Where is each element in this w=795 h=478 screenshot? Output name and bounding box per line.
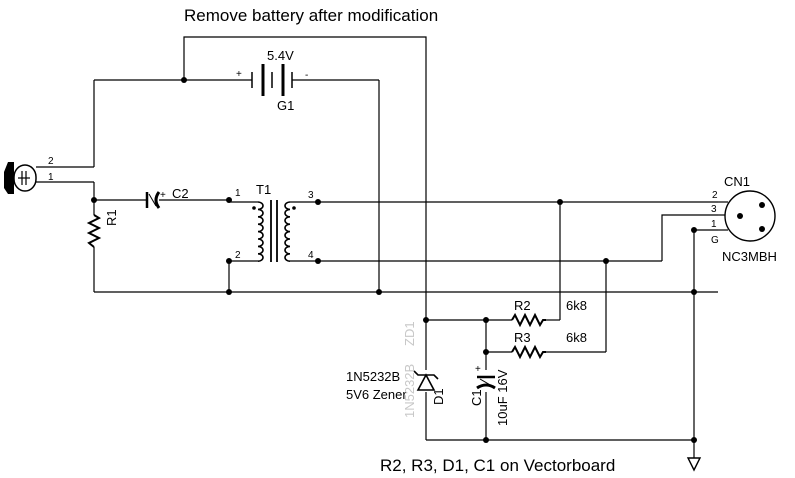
d1-label: D1 [431,388,446,405]
battery-value: 5.4V [267,48,294,63]
cn1-pin-2: 2 [712,190,718,201]
resistor-r2: R2 6k8 [511,298,587,328]
wires [36,36,718,458]
c2-plus: + [160,190,166,201]
footer-note: R2, R3, D1, C1 on Vectorboard [380,456,615,475]
r2-value: 6k8 [566,298,587,313]
c1-value: 10uF 16V [495,369,510,426]
mic-pin-2: 2 [48,156,54,167]
c1-plus: + [475,364,481,375]
battery-plus: + [236,69,242,80]
d1-ghost-part: 1N5232B [402,364,417,418]
r1-label: R1 [104,209,119,226]
battery-ref: G1 [277,98,294,113]
cn1-pin-3: 3 [711,204,717,215]
c2-label: C2 [172,186,189,201]
zener-diode-d1: 1N5232B 5V6 Zener D1 ZD1 1N5232B [346,321,446,418]
cn1-pin-1: 1 [711,219,717,230]
cn1-pin-g: G [711,235,719,246]
xlr-connector-cn1: CN1 NC3MBH 2 3 1 G [711,174,777,264]
t1-pin-3: 3 [308,190,314,201]
r2-label: R2 [514,298,531,313]
battery-minus: - [305,70,308,81]
t1-pin-4: 4 [308,250,314,261]
t1-pin-2: 2 [235,250,241,261]
r3-label: R3 [514,330,531,345]
transformer-t1: T1 1 2 3 4 [235,182,314,262]
capacitor-c2: + C2 [145,186,189,209]
capacitor-c1: + C1 10uF 16V [469,364,510,426]
d1-part: 1N5232B [346,369,400,384]
d1-desc: 5V6 Zener [346,387,407,402]
d1-ghost-ref: ZD1 [402,321,417,346]
c1-label: C1 [469,389,484,406]
cn1-part: NC3MBH [722,249,777,264]
resistor-r1: R1 [86,209,119,248]
cn1-label: CN1 [724,174,750,189]
ground-icon [686,457,702,472]
junction-dots [91,77,697,443]
mic-jack: 2 1 [4,156,54,194]
diagram-title: Remove battery after modification [184,6,438,25]
battery-g1: 5.4V G1 + - [236,48,308,113]
t1-pin-1: 1 [235,188,241,199]
resistor-r3: R3 6k8 [511,330,587,360]
r3-value: 6k8 [566,330,587,345]
t1-label: T1 [256,182,271,197]
mic-pin-1: 1 [48,172,54,183]
